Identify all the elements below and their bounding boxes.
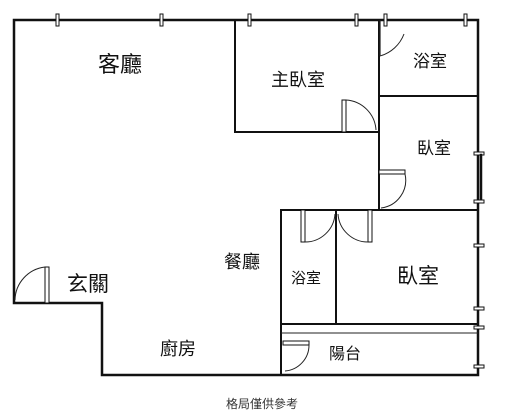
window-marker [473, 243, 485, 248]
plan-caption: 格局僅供參考 [226, 396, 298, 411]
room-label-master-bedroom: 主臥室 [271, 70, 325, 91]
window-marker [473, 306, 485, 311]
door-swing [282, 340, 310, 372]
window-marker [473, 199, 485, 204]
window-marker [55, 13, 60, 27]
window-marker [247, 13, 252, 27]
room-label-bathroom-middle: 浴室 [291, 269, 321, 287]
window-marker [463, 13, 468, 27]
room-label-entrance: 玄關 [67, 272, 109, 296]
window-marker [383, 13, 388, 27]
outer-walls [12, 18, 480, 377]
room-label-dining-room: 餐廳 [224, 252, 260, 273]
door-swing [341, 99, 377, 133]
door-swing [378, 169, 407, 209]
doors [14, 20, 407, 372]
window-marker [159, 13, 164, 27]
windows [55, 13, 485, 369]
room-label-living-room: 客廳 [98, 53, 142, 78]
interior-walls [234, 19, 479, 376]
door-swing [14, 266, 50, 304]
window-marker [473, 364, 485, 369]
window-marker [473, 151, 485, 156]
window-marker [354, 13, 359, 27]
room-label-bedroom-right: 臥室 [417, 139, 451, 159]
room-labels: 客廳 主臥室 浴室 臥室 餐廳 浴室 臥室 玄關 廚房 陽台 [67, 52, 451, 363]
door-swing [337, 209, 373, 243]
room-label-balcony: 陽台 [329, 344, 361, 363]
room-label-kitchen: 廚房 [160, 338, 196, 360]
window-marker [473, 325, 485, 330]
door-swing [300, 209, 336, 243]
room-label-bedroom-middle: 臥室 [397, 264, 439, 288]
door-swing [379, 20, 405, 57]
room-label-bathroom-top: 浴室 [413, 52, 447, 72]
